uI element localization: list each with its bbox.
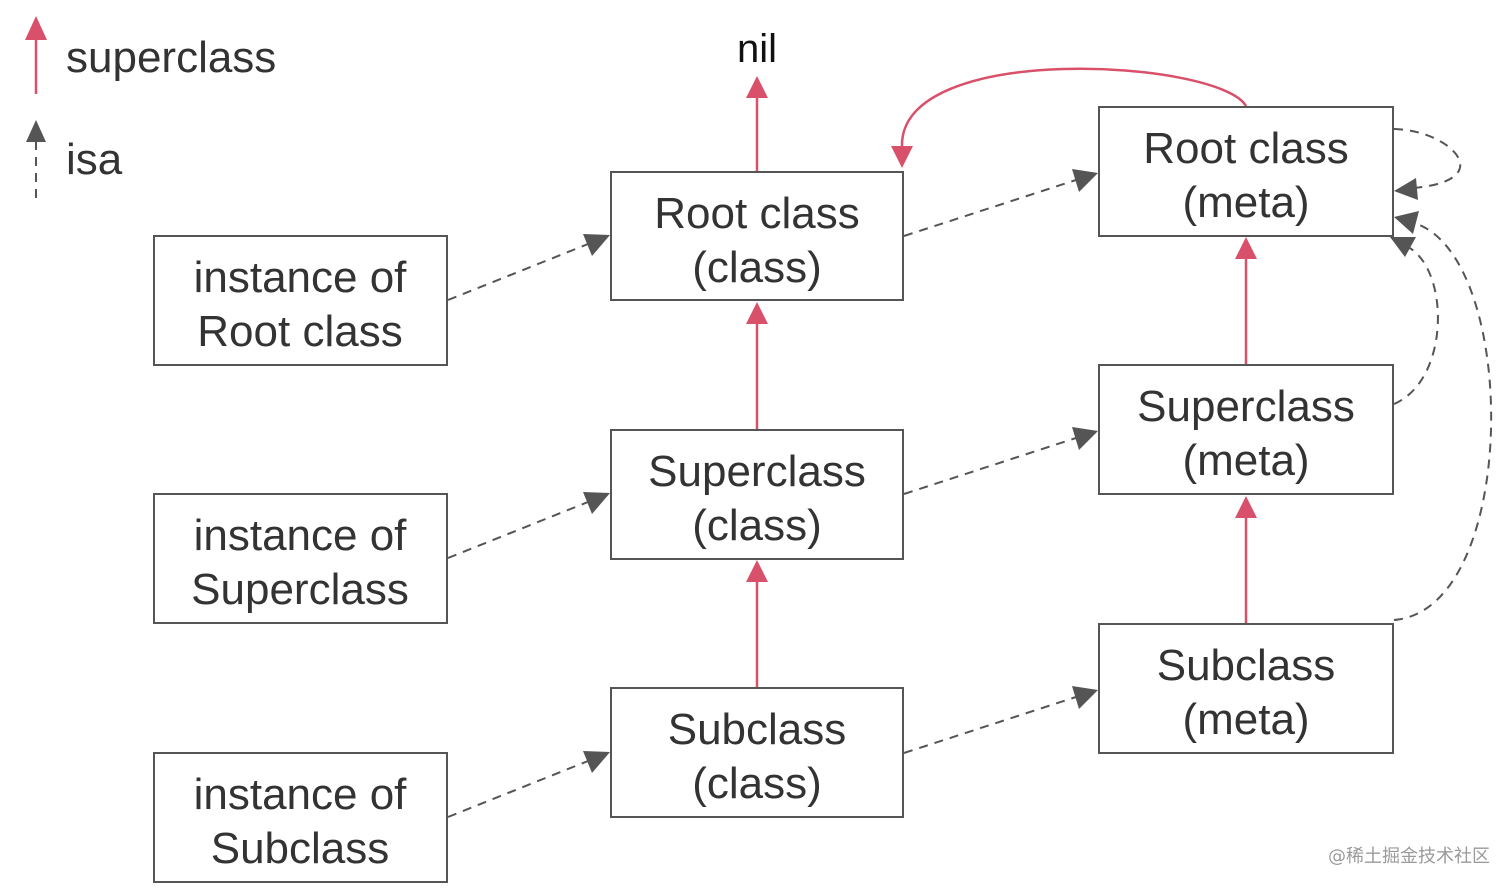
legend: superclass isa: [25, 16, 276, 198]
node-root-class-meta: Root class (meta): [1098, 106, 1394, 237]
isa-subclass-meta-to-root-meta: [1393, 211, 1493, 621]
node-root-class-class: Root class (class): [610, 171, 904, 301]
edge-subclass-meta-to-superclass-meta: [1235, 496, 1257, 624]
node-subclass-meta: Subclass (meta): [1098, 623, 1394, 754]
isa-superclass-class-to-superclass-meta: [903, 427, 1098, 495]
isa-subclass-class-to-subclass-meta: [903, 686, 1098, 754]
svg-text:Root class: Root class: [654, 189, 859, 238]
legend-isa-label: isa: [66, 135, 123, 184]
node-instance-of-subclass: instance of Subclass: [153, 752, 448, 883]
edge-root-class-to-nil: [746, 76, 768, 172]
svg-text:instance of: instance of: [194, 770, 408, 819]
legend-superclass-arrow: [25, 16, 47, 94]
svg-text:Superclass: Superclass: [648, 447, 866, 496]
legend-superclass-label: superclass: [66, 33, 276, 82]
svg-text:instance of: instance of: [194, 253, 408, 302]
node-superclass-class: Superclass (class): [610, 429, 904, 560]
isa-root-class-to-root-meta: [903, 169, 1098, 237]
edge-root-meta-to-root-class: [891, 67, 1248, 168]
edge-superclass-meta-to-root-meta: [1235, 237, 1257, 365]
nil-label: nil: [737, 27, 777, 71]
node-instance-of-superclass: instance of Superclass: [153, 493, 448, 624]
svg-text:Subclass: Subclass: [1157, 641, 1336, 690]
edge-subclass-class-to-superclass-class: [746, 560, 768, 688]
legend-isa-arrow: [26, 120, 46, 198]
svg-text:(meta): (meta): [1182, 695, 1309, 744]
svg-text:(class): (class): [692, 501, 822, 550]
svg-text:instance of: instance of: [194, 511, 408, 560]
svg-text:Root class: Root class: [1143, 124, 1348, 173]
isa-instance-root-to-root-class: [447, 234, 610, 301]
superclass-edges: [746, 67, 1257, 688]
svg-text:Root class: Root class: [197, 307, 402, 356]
node-instance-of-root-class: instance of Root class: [153, 235, 448, 366]
watermark: @稀土掘金技术社区: [1328, 846, 1490, 867]
svg-text:(class): (class): [692, 759, 822, 808]
isa-root-meta-self-loop: [1393, 128, 1462, 200]
svg-text:Superclass: Superclass: [1137, 382, 1355, 431]
svg-text:Superclass: Superclass: [191, 565, 409, 614]
svg-text:(class): (class): [692, 243, 822, 292]
node-subclass-class: Subclass (class): [610, 687, 904, 818]
svg-text:(meta): (meta): [1182, 178, 1309, 227]
isa-superclass-meta-to-root-meta: [1390, 237, 1439, 405]
svg-text:Subclass: Subclass: [668, 705, 847, 754]
node-superclass-meta: Superclass (meta): [1098, 364, 1394, 495]
isa-instance-sub-to-subclass-class: [447, 751, 610, 818]
isa-instance-super-to-superclass-class: [447, 492, 610, 559]
svg-text:(meta): (meta): [1182, 436, 1309, 485]
svg-text:Subclass: Subclass: [211, 824, 390, 873]
edge-superclass-class-to-root-class: [746, 302, 768, 430]
isa-edges: [447, 128, 1493, 818]
